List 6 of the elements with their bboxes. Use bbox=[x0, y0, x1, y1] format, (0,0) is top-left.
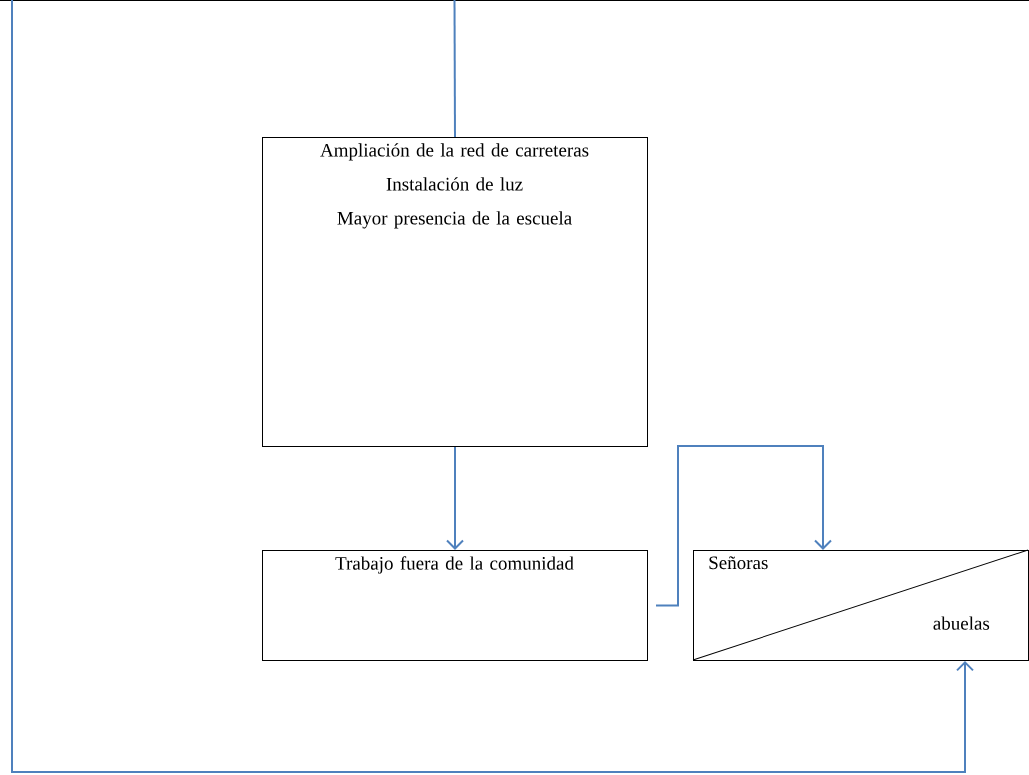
split-box: Señoras abuelas bbox=[692, 549, 1029, 661]
arrow bbox=[446, 446, 464, 550]
arrow bbox=[655, 445, 832, 607]
arrow bbox=[11, 0, 974, 773]
process-box: Ampliación de la red de carreteras Instalación de luz Mayor presencia de la escuela bbox=[262, 137, 648, 447]
process-box: Trabajo fuera de la comunidad bbox=[262, 550, 648, 661]
